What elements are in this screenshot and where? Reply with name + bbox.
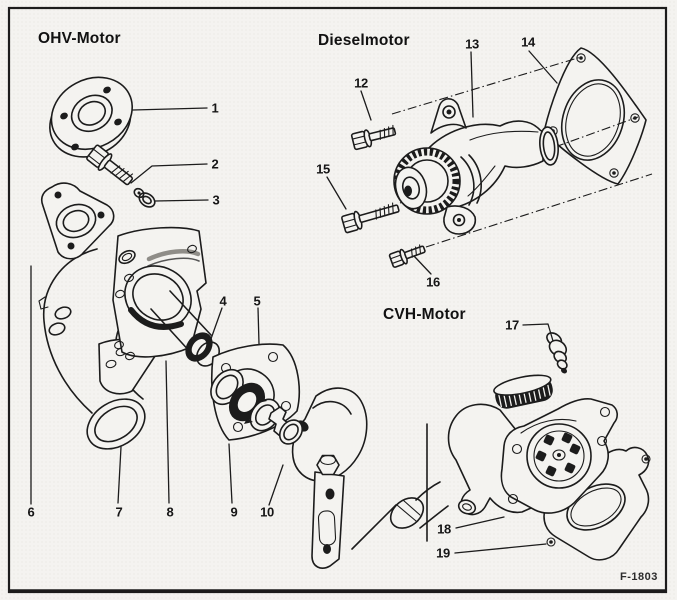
part-callout-17: 17 xyxy=(505,317,519,333)
ohv-pipe-opening xyxy=(86,398,146,450)
ohv-nut xyxy=(138,192,156,208)
ohv-flange-hub xyxy=(49,76,134,158)
section-label-cvh-motor: CVH-Motor xyxy=(383,306,466,323)
cvh-sprocket xyxy=(493,374,553,409)
diesel-sprocket xyxy=(393,147,461,215)
part-callout-5: 5 xyxy=(253,293,261,309)
part-callout-4: 4 xyxy=(219,293,227,309)
part-callout-13: 13 xyxy=(465,36,479,52)
figure-code: F-1803 xyxy=(620,571,658,583)
section-label-ohv-motor: OHV-Motor xyxy=(38,30,121,47)
cvh-pump-body xyxy=(447,374,618,516)
part-callout-6: 6 xyxy=(27,504,35,520)
part-callout-7: 7 xyxy=(115,504,123,520)
ohv-washer xyxy=(133,187,145,199)
part-callout-12: 12 xyxy=(354,75,368,91)
ohv-triangular-gasket xyxy=(40,182,115,260)
part-callout-15: 15 xyxy=(316,161,330,177)
ohv-pump-housing xyxy=(112,226,207,361)
ohv-shaft xyxy=(150,290,221,367)
diesel-axis-lines xyxy=(391,56,653,248)
part-callout-18: 18 xyxy=(437,521,451,537)
ohv-assembly-drawing xyxy=(38,76,368,569)
cvh-assembly-drawing xyxy=(351,332,651,561)
diesel-bolt-12 xyxy=(350,124,397,151)
part-callout-8: 8 xyxy=(166,504,174,520)
part-callout-2: 2 xyxy=(211,156,219,172)
cvh-sensor xyxy=(546,332,568,374)
diesel-assembly-drawing xyxy=(341,47,653,268)
part-callout-9: 9 xyxy=(230,504,238,520)
part-callout-19: 19 xyxy=(436,545,450,561)
ohv-bolt xyxy=(86,144,134,186)
figure-frame xyxy=(7,6,668,594)
callout-leader-lines xyxy=(30,50,558,554)
part-callout-1: 1 xyxy=(211,100,219,116)
part-callout-10: 10 xyxy=(260,504,274,520)
ohv-seal-stack xyxy=(210,368,304,445)
ohv-rear-housing xyxy=(291,387,368,569)
part-callout-14: 14 xyxy=(521,34,535,50)
diesel-bolt-15 xyxy=(341,202,400,234)
part-callout-16: 16 xyxy=(426,274,440,290)
diesel-pump-body xyxy=(393,98,559,235)
part-callout-3: 3 xyxy=(212,192,220,208)
section-label-dieselmotor: Dieselmotor xyxy=(318,32,410,49)
diesel-gasket xyxy=(543,47,647,185)
cvh-cut-pipe xyxy=(351,423,449,550)
diesel-bolt-16 xyxy=(388,244,426,268)
